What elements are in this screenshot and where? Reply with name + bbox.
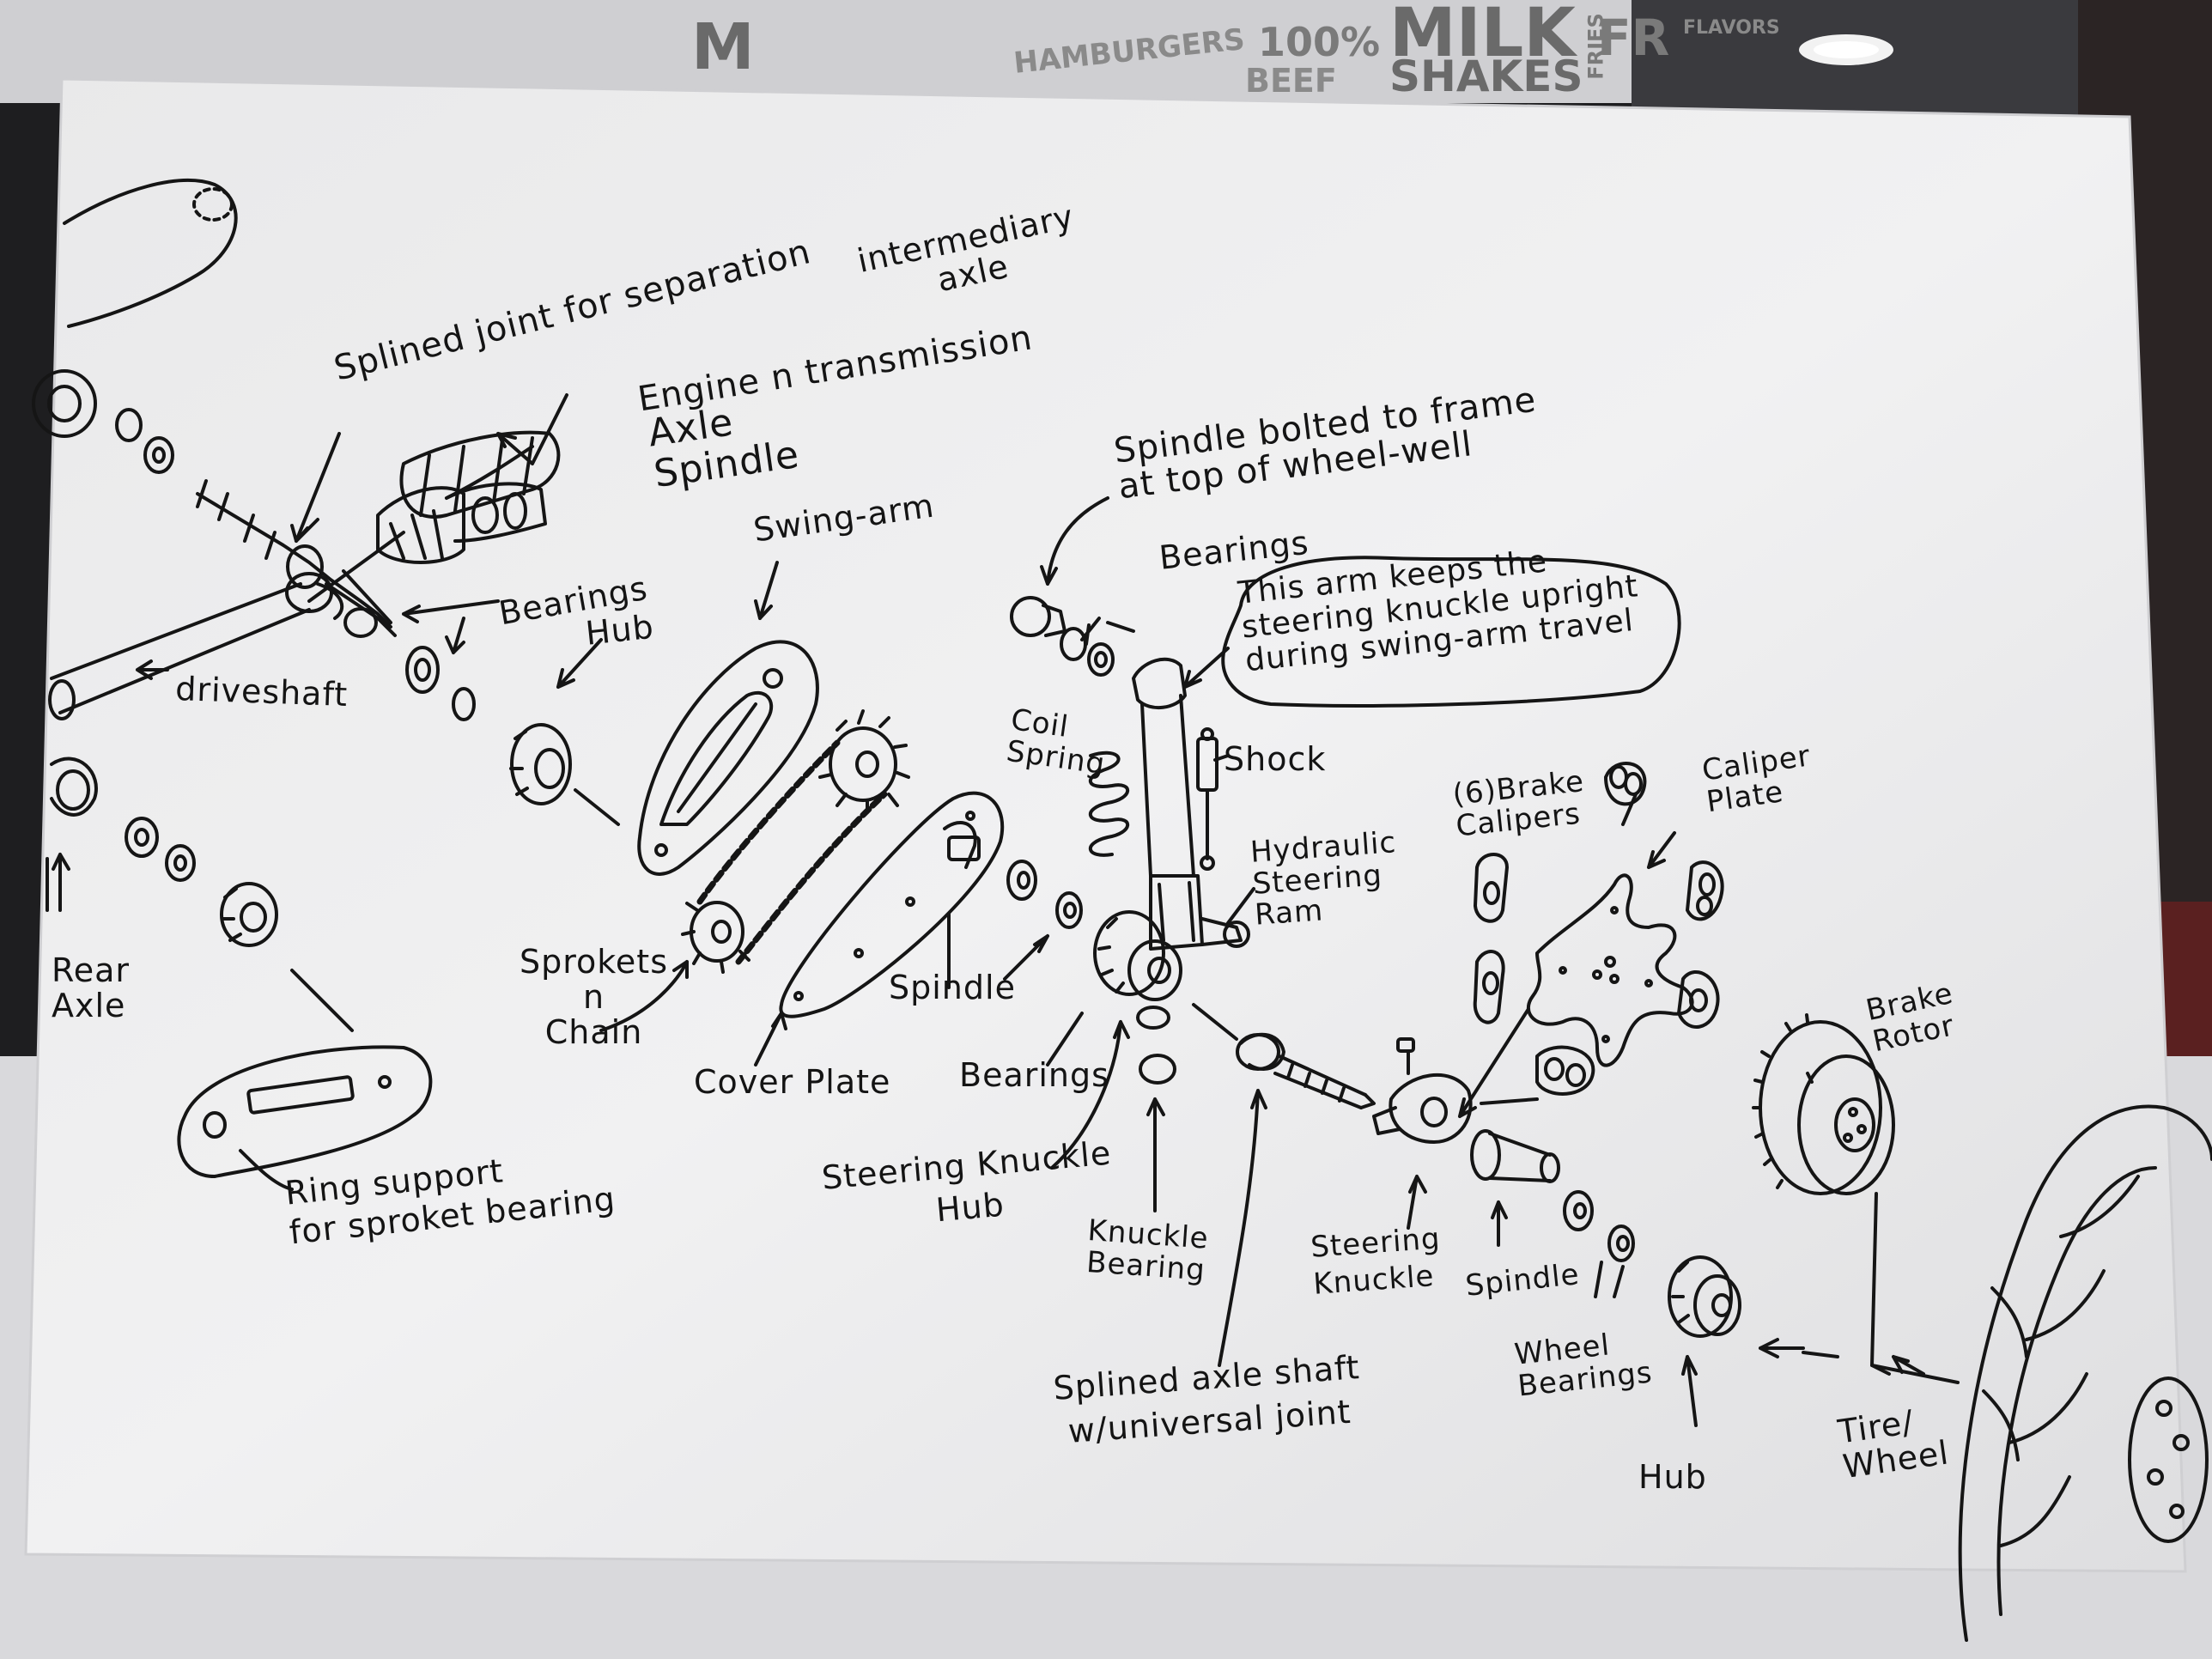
chain: [696, 739, 888, 965]
sprocket-top: [818, 709, 910, 814]
hub-rear-left: [220, 882, 278, 947]
ring-support-plate: [177, 1045, 433, 1178]
label-hub-right: Hub: [1638, 1458, 1707, 1496]
splined-axle-shaft: [1192, 1003, 1376, 1109]
brake-caliper-6: [1535, 1045, 1595, 1096]
label-shock: Shock: [1224, 740, 1327, 778]
frame-arm-top-left: [63, 179, 238, 328]
brake-caliper-3: [1686, 860, 1724, 921]
knuckle-bearing-part: [1139, 1054, 1176, 1085]
hydraulic-steering-ram: [1200, 917, 1250, 948]
sign-partial-flavors: FLAVORS: [1683, 17, 1780, 39]
sign-beef: BEEF: [1245, 62, 1337, 100]
shock-part: [1196, 727, 1218, 871]
label-rear-axle: Rear Axle: [52, 951, 130, 1025]
label-coil-spring: Coil Spring: [1004, 702, 1108, 782]
brake-rotor-part: [1752, 1013, 1895, 1195]
sign-shakes: SHAKES: [1389, 52, 1583, 101]
sign-milk: MILK: [1389, 0, 1576, 72]
brake-caliper-2: [1474, 853, 1509, 923]
brake-caliper-4: [1473, 950, 1505, 1024]
label-knuckle-bearing: Knuckle Bearing: [1085, 1213, 1210, 1288]
sign-partial-fr: FR: [1597, 9, 1670, 67]
swing-arm-part: [637, 640, 819, 876]
label-cover-plate: Cover Plate: [694, 1063, 891, 1101]
sign-partial-m: M: [691, 10, 755, 84]
steering-knuckle-hub-part: [1093, 910, 1182, 1001]
spindle-right-part: [1470, 1129, 1560, 1183]
coil-spring-part: [1088, 750, 1130, 857]
label-bearings-mid: Bearings: [959, 1056, 1109, 1094]
label-wheel-bearings: Wheel Bearings: [1512, 1328, 1655, 1404]
engine-transmission: [376, 430, 561, 564]
label-tire-wheel: Tire/ Wheel: [1835, 1402, 1952, 1486]
label-hub-top-left: Hub: [583, 607, 656, 653]
label-steering-knuckle: Steering Knuckle: [1310, 1221, 1442, 1302]
label-driveshaft: driveshaft: [174, 670, 349, 714]
note-bubble: [1221, 556, 1681, 708]
steering-knuckle-part: [1372, 1037, 1473, 1144]
intermediary-axle: [196, 492, 392, 629]
sign-beef-percent: 100%: [1258, 19, 1381, 65]
cover-plate-part: [779, 791, 1005, 1018]
nut-top-left: [32, 369, 97, 438]
label-hydraulic-ram: Hydraulic Steering Ram: [1249, 825, 1398, 933]
brake-caliper-1: [1604, 762, 1647, 806]
label-spindle-mid: Spindle: [889, 969, 1016, 1006]
label-sprokets-chain: Sprokets n Chain: [520, 943, 669, 1052]
hub-swing-arm: [509, 723, 572, 805]
spindle-top-mid: [1010, 596, 1066, 637]
label-brake-calipers: (6)Brake Calipers: [1450, 763, 1586, 844]
driveshaft-line: [50, 582, 311, 714]
tire-wheel-part: [1958, 1104, 2212, 1642]
brake-caliper-5: [1677, 969, 1720, 1029]
hub-right-part: [1668, 1255, 1741, 1338]
sprocket-bottom: [681, 901, 750, 974]
